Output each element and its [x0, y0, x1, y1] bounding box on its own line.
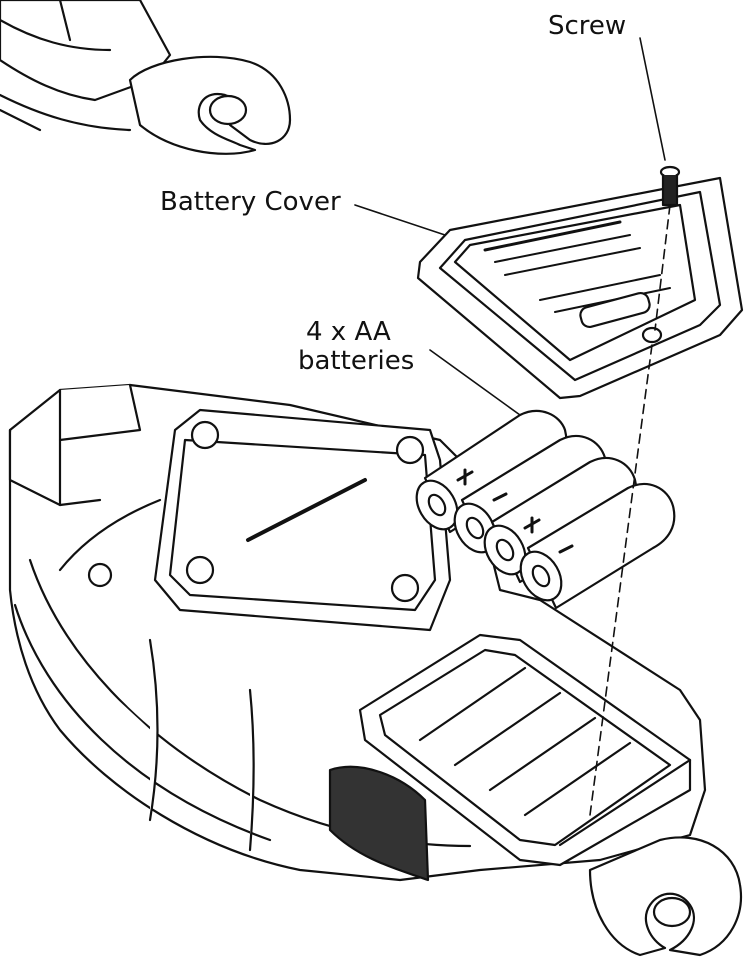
- screw-label: Screw: [548, 11, 627, 41]
- body-screw-hole: [87, 562, 113, 588]
- batteries-group: [415, 409, 676, 610]
- screw-guide-line-lower: [589, 344, 653, 816]
- screw-guide-line-upper: [654, 204, 671, 331]
- jaw-hole-lower: [652, 896, 692, 928]
- battery-compartment: [358, 633, 692, 867]
- battery-cover: [416, 176, 744, 400]
- batteries-leader-line: [429, 349, 521, 416]
- cover-screw-hole: [641, 326, 663, 344]
- leader-lines: [354, 37, 671, 816]
- battery-cover-label: Battery Cover: [160, 187, 341, 217]
- batteries-label-line1: 4 x AA: [306, 317, 391, 347]
- sensor-plate: [153, 408, 452, 632]
- batteries-label: 4 x AA batteries: [298, 317, 456, 375]
- grip-texture: [328, 765, 430, 882]
- battery-1: [415, 409, 568, 534]
- battery-cover-leader-line: [354, 204, 446, 236]
- screw-leader-line: [639, 37, 666, 161]
- jaw-hole-upper: [208, 94, 248, 126]
- battery-4: [519, 482, 676, 610]
- batteries-label-line2: batteries: [298, 345, 415, 376]
- screw: [659, 165, 681, 207]
- lower-jaw: [588, 836, 743, 957]
- upper-device-partial: [0, 0, 292, 155]
